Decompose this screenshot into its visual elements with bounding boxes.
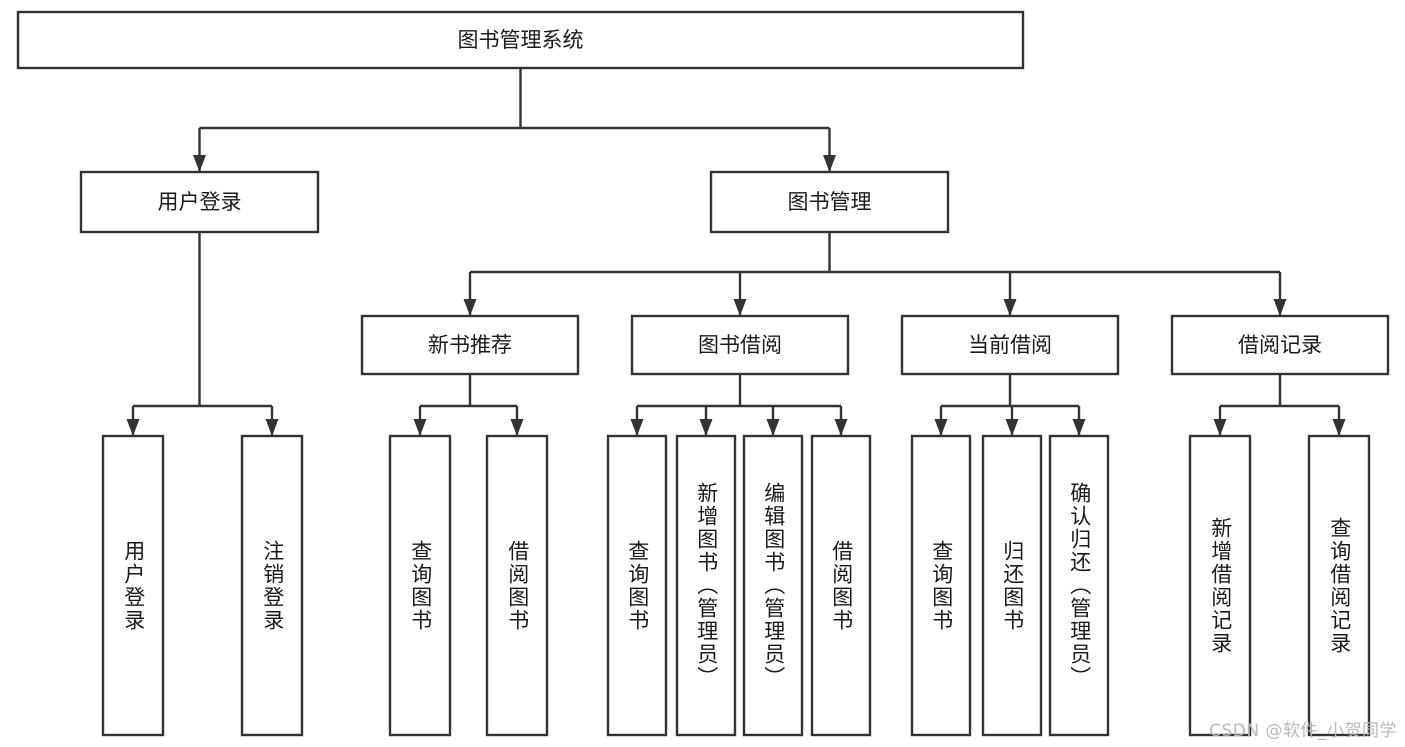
node-box-n-leaf-logout[interactable]: [240, 434, 304, 737]
arrow-head-icon: [766, 419, 780, 436]
node-box-n-leaf-query-record[interactable]: [1307, 434, 1371, 737]
arrow-head-icon: [1072, 419, 1086, 436]
node-box-n-leaf-query-book-2[interactable]: [606, 434, 668, 737]
arrow-head-icon: [126, 419, 140, 436]
node-box-layer: [16, 10, 1390, 737]
node-label-n-user-login: 用户登录: [158, 190, 242, 214]
node-box-n-leaf-return-book[interactable]: [981, 434, 1043, 737]
node-box-n-leaf-add-record[interactable]: [1188, 434, 1252, 737]
node-label-n-new-book-rec: 新书推荐: [428, 333, 512, 357]
watermark-text: CSDN @软件_小贺同学: [1209, 721, 1397, 741]
node-box-n-leaf-edit-book[interactable]: [742, 434, 804, 737]
node-box-n-borrow-record[interactable]: [1170, 314, 1390, 376]
node-box-n-current-borrow[interactable]: [900, 314, 1120, 376]
connector-layer: [126, 68, 1346, 436]
arrow-head-icon: [934, 419, 948, 436]
node-label-n-book-manage: 图书管理: [788, 190, 872, 214]
node-label-n-book-borrow: 图书借阅: [698, 333, 782, 357]
node-box-n-user-login[interactable]: [79, 170, 320, 234]
node-box-n-leaf-borrow-book-2[interactable]: [810, 434, 872, 737]
arrow-head-icon: [1332, 419, 1346, 436]
arrow-head-icon: [630, 419, 644, 436]
arrow-head-icon: [1213, 419, 1227, 436]
arrow-head-icon: [834, 419, 848, 436]
arrow-head-icon: [265, 419, 279, 436]
arrow-head-icon: [510, 419, 524, 436]
node-label-n-borrow-record: 借阅记录: [1238, 333, 1322, 357]
node-box-n-leaf-borrow-book-1[interactable]: [485, 434, 549, 737]
arrow-head-icon: [823, 155, 836, 172]
arrow-head-icon: [463, 299, 477, 316]
node-box-n-book-borrow[interactable]: [630, 314, 850, 376]
node-box-root[interactable]: [16, 10, 1025, 70]
node-label-n-current-borrow: 当前借阅: [968, 333, 1052, 357]
node-box-n-leaf-query-book-1[interactable]: [388, 434, 452, 737]
arrow-head-icon: [733, 299, 747, 316]
node-box-n-leaf-add-book[interactable]: [675, 434, 737, 737]
node-box-n-book-manage[interactable]: [709, 170, 950, 234]
arrow-head-icon: [1273, 299, 1287, 316]
arrow-head-icon: [1003, 299, 1017, 316]
node-box-n-new-book-rec[interactable]: [360, 314, 580, 376]
arrow-head-icon: [193, 155, 206, 172]
arrow-head-icon: [1005, 419, 1019, 436]
node-label-root: 图书管理系统: [458, 28, 584, 52]
node-box-n-leaf-query-book-3[interactable]: [910, 434, 972, 737]
arrow-head-icon: [699, 419, 713, 436]
arrow-head-icon: [413, 419, 427, 436]
node-box-n-leaf-user-login[interactable]: [101, 434, 165, 737]
node-box-n-leaf-confirm-return[interactable]: [1048, 434, 1110, 737]
